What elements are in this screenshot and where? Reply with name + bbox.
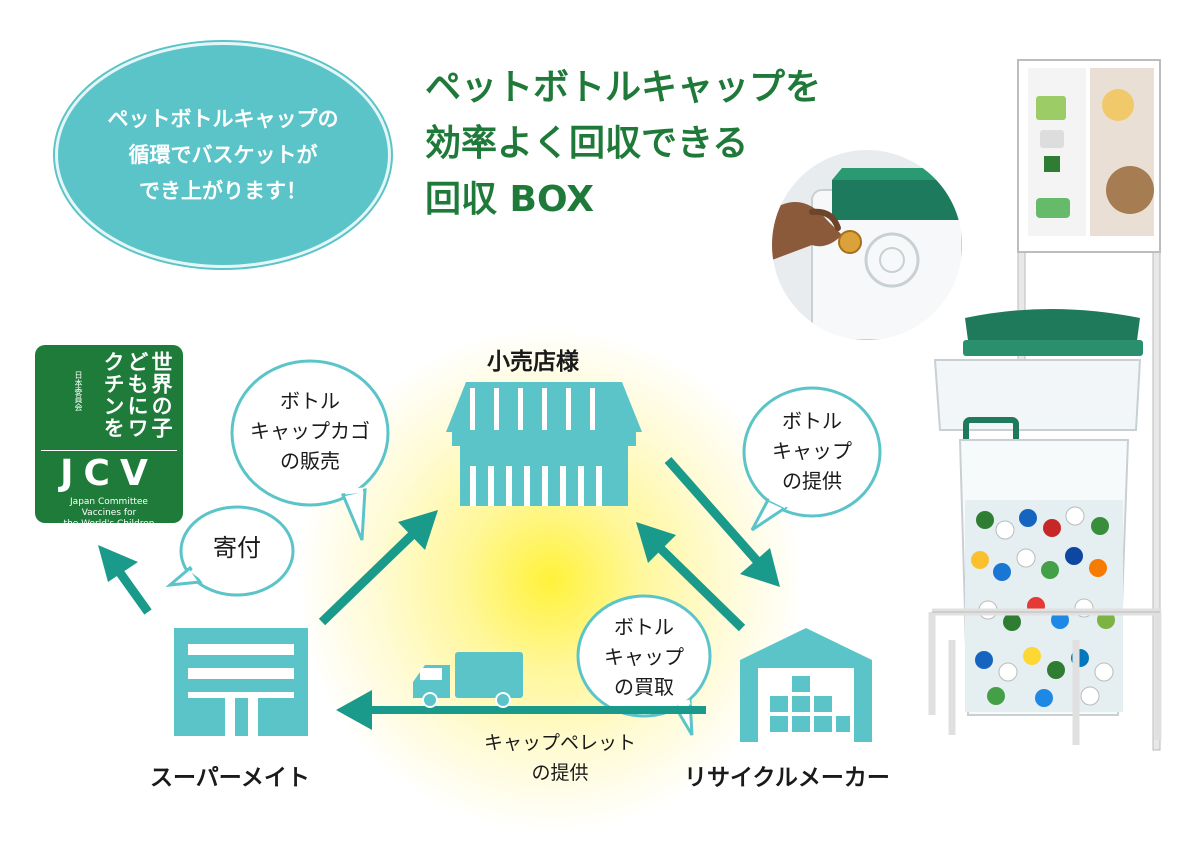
cap-supply-text: ボトル キャップ の提供	[752, 406, 872, 496]
cap-supply-line-3: の提供	[782, 469, 842, 493]
jcv-divider	[41, 450, 177, 451]
intro-bubble: ペットボトルキャップの 循環でバスケットが でき上がります！	[55, 42, 391, 268]
pellet-supply-text: キャップペレット の提供	[440, 728, 680, 788]
truck-icon	[413, 652, 523, 708]
jcv-english-line-2: Vaccines for	[81, 508, 137, 518]
recycler-label: リサイクルメーカー	[684, 765, 890, 791]
warehouse-icon	[740, 628, 872, 742]
jcv-vertical-sub: 日本委員会	[74, 371, 83, 411]
jcv-logo: 世界の子どもにワクチンを 日本委員会 JCV Japan Committee V…	[35, 345, 183, 529]
headline-line-3: 回収 BOX	[425, 179, 595, 220]
jcv-name: JCV	[60, 453, 158, 494]
cap-purchase-line-3: の買取	[614, 675, 674, 699]
supermate-label: スーパーメイト	[150, 765, 310, 791]
basket-sale-line-1: ボトル	[280, 389, 340, 413]
jcv-vertical-title: 世界の子どもにワクチンを	[101, 351, 173, 439]
intro-line-3: でき上がります！	[139, 179, 307, 203]
shop-icon	[446, 382, 642, 506]
bubble-cap-supply	[742, 386, 882, 532]
office-building-icon	[174, 628, 308, 736]
hand-inserting-cap-photo	[772, 150, 962, 340]
cap-purchase-text: ボトル キャップ の買取	[584, 612, 704, 702]
flow-arrows	[98, 457, 780, 730]
jcv-english: Japan Committee Vaccines for the World's…	[35, 497, 183, 530]
jcv-english-line-1: Japan Committee	[70, 497, 148, 507]
pellet-supply-line-1: キャップペレット	[483, 732, 636, 754]
pellet-supply-line-2: の提供	[531, 762, 589, 784]
basket-sale-line-2: キャップカゴ	[250, 419, 370, 443]
cap-purchase-line-1: ボトル	[614, 615, 674, 639]
basket-sale-text: ボトル キャップカゴ の販売	[232, 386, 388, 476]
intro-line-2: 循環でバスケットが	[128, 143, 318, 167]
cap-supply-line-2: キャップ	[772, 439, 852, 463]
headline-line-2: 効率よく回収できる	[425, 123, 749, 164]
headline: ペットボトルキャップを 効率よく回収できる 回収 BOX	[425, 60, 821, 228]
bubble-cap-purchase	[576, 594, 712, 736]
bubble-donation	[165, 505, 295, 597]
retailer-label: 小売店様	[487, 349, 579, 375]
bubble-basket-sale	[230, 359, 390, 541]
cap-supply-line-1: ボトル	[782, 409, 842, 433]
donation-text: 寄付	[213, 534, 261, 562]
headline-line-1: ペットボトルキャップを	[425, 67, 822, 108]
cap-purchase-line-2: キャップ	[604, 645, 684, 669]
intro-line-1: ペットボトルキャップの	[107, 107, 339, 131]
basket-sale-line-3: の販売	[280, 449, 340, 473]
jcv-english-line-3: the World's Children	[63, 519, 155, 529]
